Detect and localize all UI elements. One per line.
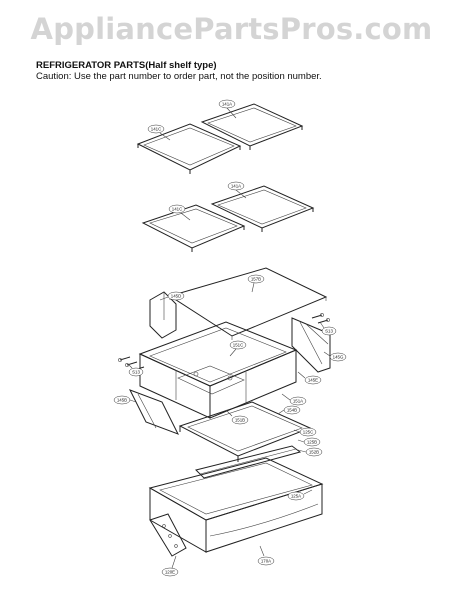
callout-141a-middle: 141A — [227, 181, 247, 199]
callout-label: 154B — [287, 408, 297, 413]
callout-145e: 145E — [297, 371, 322, 385]
page-title: REFRIGERATOR PARTS(Half shelf type) — [36, 60, 217, 71]
callout-120e: 120E — [161, 555, 179, 577]
callout-145d: 145D — [159, 291, 185, 301]
callout-157b: 157B — [247, 274, 265, 293]
callout-141c-top: 141C — [147, 124, 171, 141]
callout-125a: 125A — [287, 489, 313, 501]
callout-141a-top: 141A — [218, 99, 237, 119]
callout-170a: 170A — [257, 545, 275, 566]
callout-label: 141C — [151, 127, 162, 132]
callout-label: 145E — [308, 378, 318, 383]
callout-151a: 151A — [281, 393, 307, 406]
callout-141c-middle: 141C — [168, 204, 191, 221]
callout-label: 141A — [222, 102, 232, 107]
shelf-frame-middle-right — [210, 185, 315, 232]
callout-152b: 152B — [297, 447, 323, 457]
crossbar — [195, 445, 302, 479]
callout-label: 152B — [309, 450, 319, 455]
callout-154b: 154B — [277, 405, 301, 415]
callout-151b: 151B — [225, 409, 249, 425]
callout-label: 145B — [117, 398, 127, 403]
callout-label: 125B — [307, 440, 317, 445]
callout-145b: 145B — [113, 395, 137, 405]
left-rail — [128, 389, 180, 435]
callout-label: 157B — [251, 277, 261, 282]
callout-label: S13 — [325, 329, 333, 334]
crisper-drawer — [148, 457, 324, 553]
callout-label: 151A — [293, 399, 303, 404]
watermark: AppliancePartsPros.com — [30, 12, 433, 46]
right-side-rail — [291, 317, 331, 373]
shelf-frame-top-right — [200, 103, 304, 150]
callout-s13-left: S13 — [127, 363, 144, 377]
callout-125c: 125C — [293, 427, 317, 437]
crisper-housing — [138, 321, 298, 419]
left-side-bracket — [149, 291, 177, 339]
callout-label: 141C — [172, 207, 183, 212]
callout-label: 125A — [291, 494, 301, 499]
callout-label: 145D — [171, 294, 182, 299]
callout-label: 151B — [235, 418, 245, 423]
caution-note: Caution: Use the part number to order pa… — [36, 71, 322, 82]
callout-s13-right: S13 — [319, 321, 337, 336]
callout-label: 125C — [303, 430, 314, 435]
callout-label: 120E — [165, 570, 175, 575]
shelf-frame-top-left — [136, 123, 242, 174]
callout-label: 145G — [333, 355, 344, 360]
callout-145g: 145G — [323, 351, 347, 362]
callout-151c: 151C — [229, 340, 247, 357]
screws — [118, 313, 330, 372]
drawer-front-panel — [149, 513, 187, 557]
callout-label: 141A — [231, 184, 241, 189]
callout-label: 170A — [261, 559, 271, 564]
callout-125b: 125B — [297, 437, 321, 447]
callout-label: S13 — [132, 370, 140, 375]
callout-label: 151C — [233, 343, 244, 348]
